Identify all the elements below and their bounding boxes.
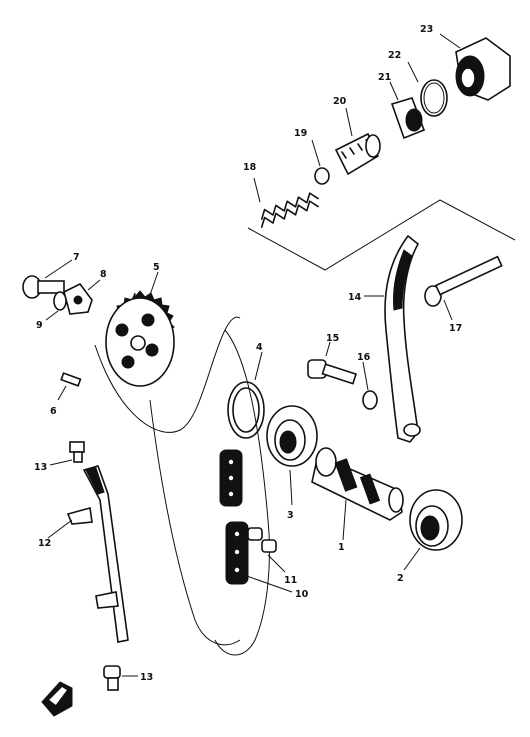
cam-chain[interactable]: 10 — [219, 449, 309, 600]
part-label-8: 8 — [100, 269, 107, 280]
pivot-washer[interactable]: 16 — [357, 352, 378, 410]
part-label-3: 3 — [287, 510, 294, 521]
part-label-12: 12 — [38, 538, 51, 549]
part-label-15: 15 — [326, 333, 339, 344]
gasket-ring[interactable]: 22 — [388, 50, 448, 117]
part-label-13b: 13 — [140, 672, 153, 683]
part-label-2: 2 — [397, 573, 404, 584]
part-label-1: 1 — [338, 542, 345, 553]
tensioner-spring[interactable]: 18 — [243, 162, 319, 228]
tensioner-group-bracket — [247, 199, 516, 271]
part-label-20: 20 — [333, 96, 347, 107]
chain-joint[interactable]: 11 — [247, 527, 297, 586]
part-label-23: 23 — [420, 24, 433, 35]
part-label-10: 10 — [295, 589, 309, 600]
bearing-3[interactable]: 3 — [266, 405, 318, 521]
push-rod[interactable]: 20 — [333, 96, 381, 176]
part-label-13a: 13 — [34, 462, 47, 473]
part-label-18: 18 — [243, 162, 257, 173]
tensioner-guide[interactable]: 14 — [348, 234, 421, 443]
guide-bolt-lower[interactable]: 13 — [103, 665, 153, 691]
part-label-19: 19 — [294, 128, 307, 139]
plain-washer[interactable]: 9 — [36, 291, 67, 331]
guide-bolt-upper[interactable]: 13 — [34, 441, 85, 473]
bearing-2[interactable]: 2 — [397, 489, 463, 584]
dowel-pin[interactable]: 6 — [50, 372, 82, 417]
part-label-14: 14 — [348, 292, 362, 303]
o-ring-4[interactable]: 4 — [227, 342, 265, 439]
tensioner-nut[interactable]: 21 — [378, 72, 426, 140]
part-label-17: 17 — [449, 323, 462, 334]
bracket-fragment — [41, 681, 73, 717]
part-label-4: 4 — [256, 342, 263, 353]
part-label-21: 21 — [378, 72, 391, 83]
part-label-7: 7 — [73, 252, 80, 263]
spring-seat[interactable]: 19 — [294, 128, 330, 185]
camshaft[interactable]: 1 — [311, 447, 404, 553]
part-label-22: 22 — [388, 50, 401, 61]
tensioner-cap[interactable]: 23 — [420, 24, 511, 101]
cam-sprocket[interactable]: 5 — [105, 262, 175, 387]
part-label-6: 6 — [50, 406, 57, 417]
part-label-16: 16 — [357, 352, 371, 363]
guide-shaft[interactable]: 17 — [424, 255, 503, 334]
chain-guide[interactable]: 12 — [38, 465, 129, 643]
part-label-11: 11 — [284, 575, 297, 586]
part-label-9: 9 — [36, 320, 43, 331]
lock-washer[interactable]: 8 — [63, 269, 107, 315]
sprocket-bolt[interactable]: 7 — [22, 252, 80, 299]
pivot-bolt[interactable]: 15 — [307, 333, 357, 385]
part-label-5: 5 — [153, 262, 160, 273]
